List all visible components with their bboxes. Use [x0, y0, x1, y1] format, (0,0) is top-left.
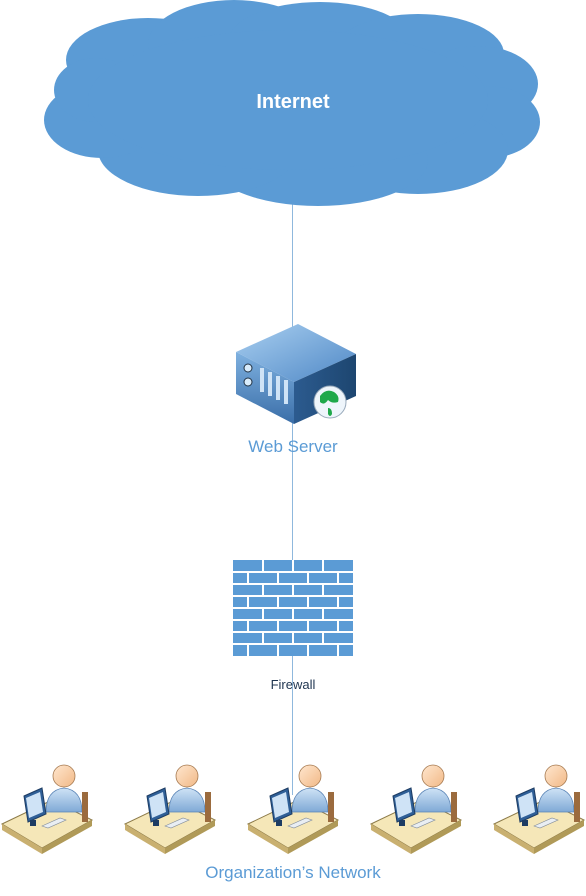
web-server-label: Web Server — [248, 437, 338, 456]
user-workstation-icon — [0, 762, 94, 858]
web-server-icon — [236, 324, 356, 424]
organization-network-label: Organization’s Network — [205, 863, 381, 882]
firewall-label: Firewall — [270, 677, 316, 692]
firewall-brick-wall-icon — [233, 560, 353, 656]
internet-label: Internet — [256, 91, 330, 113]
user-workstation-icon — [246, 762, 340, 858]
connection-line — [292, 195, 293, 795]
user-workstation-icon — [492, 762, 586, 858]
user-workstation-icon — [369, 762, 463, 858]
user-workstation-icon — [123, 762, 217, 858]
internet-cloud-icon — [44, 0, 540, 206]
